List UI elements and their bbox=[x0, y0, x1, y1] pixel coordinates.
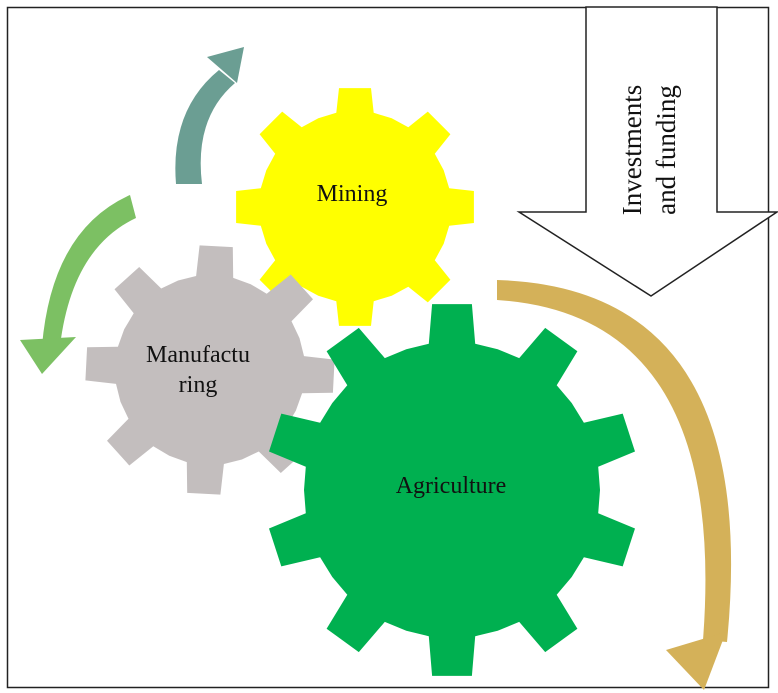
funding-label-line1: Investments bbox=[617, 85, 647, 215]
cycle-arrow-top-body bbox=[175, 70, 235, 184]
manufacturing-label-line2: ring bbox=[179, 372, 218, 398]
cycle-arrow-left-body bbox=[42, 195, 136, 346]
funding-arrow-shape bbox=[516, 6, 778, 297]
manufacturing-gear bbox=[85, 245, 335, 495]
funding-label-line2: and funding bbox=[651, 85, 681, 215]
cycle-arrow-top-head bbox=[207, 47, 244, 83]
mining-label: Mining bbox=[317, 181, 388, 207]
cycle-arrow-right bbox=[497, 280, 732, 690]
cycle-arrow-left bbox=[20, 195, 136, 374]
cycle-arrow-right-head bbox=[666, 632, 726, 690]
agriculture-label: Agriculture bbox=[396, 473, 507, 499]
mining-gear bbox=[236, 88, 474, 326]
cycle-arrow-left-head bbox=[20, 337, 76, 374]
cycle-arrow-top bbox=[175, 47, 244, 184]
manufacturing-label-line1: Manufactu bbox=[146, 342, 250, 368]
agriculture-gear bbox=[269, 304, 635, 676]
cycle-arrow-right-body bbox=[497, 280, 732, 642]
funding-arrow: Investments and funding bbox=[516, 6, 778, 297]
